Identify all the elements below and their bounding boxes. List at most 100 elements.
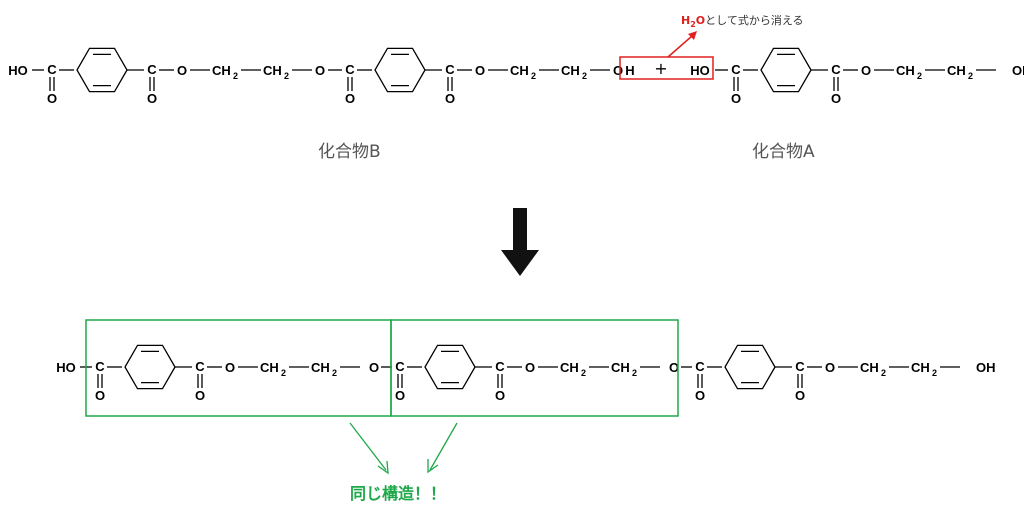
oxygen-atom: O bbox=[695, 388, 705, 403]
ester-oxygen: O bbox=[861, 63, 871, 78]
ring-outline bbox=[424, 344, 476, 390]
carbon-atom: C bbox=[345, 62, 355, 77]
carbonyl-group: CO bbox=[147, 62, 157, 106]
ch-label: CH bbox=[947, 63, 966, 78]
subscript-2: 2 bbox=[881, 368, 886, 378]
carbon-atom: C bbox=[495, 359, 505, 374]
ch-label: CH bbox=[561, 63, 580, 78]
oxygen-atom: O bbox=[47, 91, 57, 106]
benzene-ring bbox=[424, 344, 476, 390]
benzene-ring bbox=[124, 344, 176, 390]
oxygen-atom: O bbox=[147, 91, 157, 106]
water-removal-box bbox=[619, 56, 714, 80]
same-structure-label: 同じ構造！！ bbox=[350, 484, 447, 503]
carbon-atom: C bbox=[831, 62, 841, 77]
carbon-atom: C bbox=[445, 62, 455, 77]
carbonyl-group: CO bbox=[95, 359, 105, 403]
repeat-unit-box-1 bbox=[85, 319, 392, 417]
water-annotation-arrowhead bbox=[688, 31, 697, 40]
hydroxyl-group: HO bbox=[8, 63, 28, 78]
water-formula: H2O bbox=[681, 14, 706, 30]
subscript-2: 2 bbox=[632, 368, 637, 378]
carbonyl-group: CO bbox=[731, 62, 741, 106]
ring-outline bbox=[724, 344, 776, 390]
carbonyl-group: CO bbox=[795, 359, 805, 403]
ring-outline bbox=[760, 47, 812, 93]
oxygen-atom: O bbox=[795, 388, 805, 403]
ch-label: CH bbox=[911, 360, 930, 375]
ch-label: CH bbox=[212, 63, 231, 78]
carbonyl-group: CO bbox=[695, 359, 705, 403]
subscript-2: 2 bbox=[332, 368, 337, 378]
hydroxyl-group: HO bbox=[56, 360, 76, 375]
ch-label: CH bbox=[611, 360, 630, 375]
subscript-2: 2 bbox=[917, 71, 922, 81]
carbonyl-group: CO bbox=[831, 62, 841, 106]
terminal-oxygen: O bbox=[613, 63, 623, 78]
water-annotation-text: として式から消える bbox=[705, 14, 804, 27]
ring-outline bbox=[76, 47, 128, 93]
carbon-atom: C bbox=[95, 359, 105, 374]
carbonyl-group: CO bbox=[195, 359, 205, 403]
plus-sign: + bbox=[654, 59, 667, 78]
carbonyl-group: CO bbox=[445, 62, 455, 106]
benzene-ring bbox=[724, 344, 776, 390]
carbon-atom: C bbox=[147, 62, 157, 77]
water-annotation: H2Oとして式から消える bbox=[681, 12, 804, 29]
benzene-ring bbox=[76, 47, 128, 93]
benzene-ring bbox=[760, 47, 812, 93]
reaction-arrow bbox=[501, 208, 539, 276]
subscript-2: 2 bbox=[281, 368, 286, 378]
carbon-atom: C bbox=[195, 359, 205, 374]
ch-label: CH bbox=[510, 63, 529, 78]
ester-oxygen: O bbox=[177, 63, 187, 78]
ether-oxygen: O bbox=[315, 63, 325, 78]
terminal-hydroxyl: OH bbox=[1012, 63, 1024, 78]
ester-oxygen: O bbox=[225, 360, 235, 375]
subscript-2: 2 bbox=[581, 368, 586, 378]
same-arrow-left-head bbox=[377, 460, 389, 475]
terminal-hydroxyl: OH bbox=[976, 360, 996, 375]
repeat-unit-box-2 bbox=[390, 319, 679, 417]
same-arrow-right-head bbox=[427, 459, 439, 474]
compound-b-label: 化合物B bbox=[318, 142, 381, 162]
oxygen-atom: O bbox=[731, 91, 741, 106]
ch-label: CH bbox=[263, 63, 282, 78]
carbonyl-group: CO bbox=[345, 62, 355, 106]
carbon-atom: C bbox=[695, 359, 705, 374]
ch-label: CH bbox=[860, 360, 879, 375]
carbon-atom: C bbox=[731, 62, 741, 77]
oxygen-atom: O bbox=[831, 91, 841, 106]
subscript-2: 2 bbox=[932, 368, 937, 378]
carbon-atom: C bbox=[47, 62, 57, 77]
same-arrow-right bbox=[429, 422, 458, 471]
ether-oxygen: O bbox=[669, 360, 679, 375]
subscript-2: 2 bbox=[284, 71, 289, 81]
subscript-2: 2 bbox=[582, 71, 587, 81]
ch-label: CH bbox=[260, 360, 279, 375]
terminal-hydrogen: H bbox=[625, 63, 634, 78]
carbonyl-group: CO bbox=[495, 359, 505, 403]
carbonyl-group: CO bbox=[47, 62, 57, 106]
ch-label: CH bbox=[311, 360, 330, 375]
carbonyl-group: CO bbox=[395, 359, 405, 403]
ester-oxygen: O bbox=[475, 63, 485, 78]
same-arrow-left bbox=[349, 422, 387, 471]
subscript-2: 2 bbox=[233, 71, 238, 81]
subscript-2: 2 bbox=[531, 71, 536, 81]
